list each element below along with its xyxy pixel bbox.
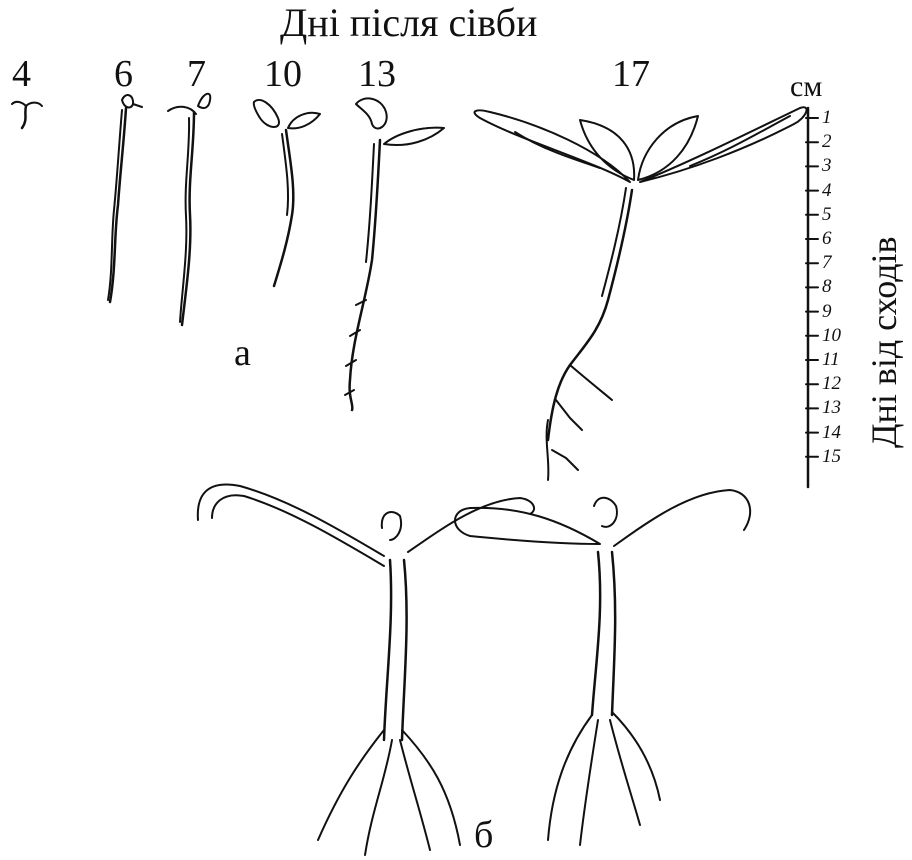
seedling-day-17 (475, 107, 807, 480)
seedling-large-left (198, 484, 534, 855)
seedling-day-13 (345, 98, 444, 410)
seedling-day-6 (108, 95, 142, 302)
centimeter-scale-bar (806, 108, 818, 487)
seedling-day-4 (12, 102, 42, 128)
seedling-day-7 (168, 94, 210, 325)
seedling-day-10 (254, 100, 320, 286)
seedling-large-right (455, 490, 750, 845)
